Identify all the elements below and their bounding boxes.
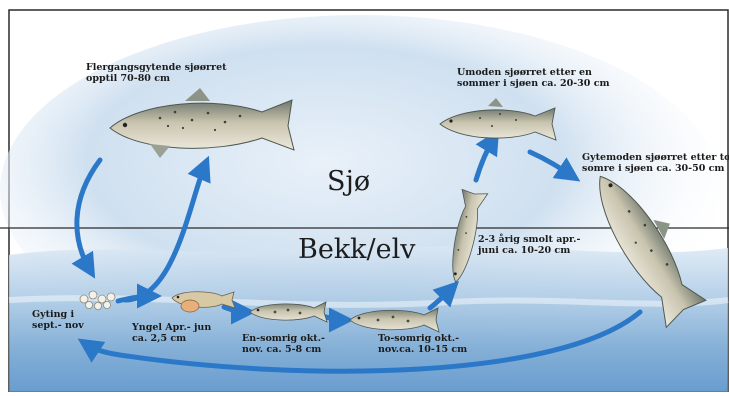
label-repeat-spawner-line1: Flergangsgytende sjøørret (86, 62, 227, 73)
zone-label-stream: Bekk/elv (298, 234, 416, 265)
label-repeat-spawner: Flergangsgytende sjøørret opptil 70-80 c… (86, 62, 227, 84)
label-immature-sea-line2: sommer i sjøen ca. 20-30 cm (457, 78, 610, 89)
label-two-summer: To-somrig okt.- nov.ca. 10-15 cm (378, 333, 467, 355)
label-two-summer-line1: To-somrig okt.- (378, 333, 467, 344)
label-mature-sea: Gytemoden sjøørret etter to somre i sjøe… (582, 152, 729, 174)
label-spawning-line1: Gyting i (32, 309, 84, 320)
label-fry-line1: Yngel Apr.- jun (132, 322, 211, 333)
label-fry-line2: ca. 2,5 cm (132, 333, 211, 344)
zone-label-sea: Sjø (327, 166, 370, 197)
label-smolt: 2-3 årig smolt apr.- juni ca. 10-20 cm (478, 234, 580, 256)
label-smolt-line1: 2-3 årig smolt apr.- (478, 234, 580, 245)
label-two-summer-line2: nov.ca. 10-15 cm (378, 344, 467, 355)
label-one-summer-line1: En-somrig okt.- (242, 333, 325, 344)
label-spawning: Gyting i sept.- nov (32, 309, 84, 331)
label-repeat-spawner-line2: opptil 70-80 cm (86, 73, 227, 84)
label-fry: Yngel Apr.- jun ca. 2,5 cm (132, 322, 211, 344)
label-mature-sea-line1: Gytemoden sjøørret etter to (582, 152, 729, 163)
label-spawning-line2: sept.- nov (32, 320, 84, 331)
label-immature-sea-line1: Umoden sjøørret etter en (457, 67, 610, 78)
label-one-summer-line2: nov. ca. 5-8 cm (242, 344, 325, 355)
label-smolt-line2: juni ca. 10-20 cm (478, 245, 580, 256)
label-immature-sea: Umoden sjøørret etter en sommer i sjøen … (457, 67, 610, 89)
label-mature-sea-line2: somre i sjøen ca. 30-50 cm (582, 163, 729, 174)
label-one-summer: En-somrig okt.- nov. ca. 5-8 cm (242, 333, 325, 355)
